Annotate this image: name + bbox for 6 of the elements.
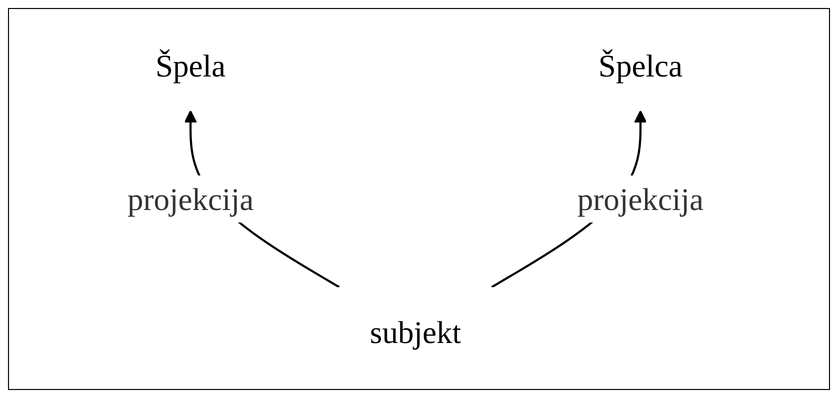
node-text: subjekt xyxy=(370,314,462,350)
node-text: Špela xyxy=(155,48,226,84)
edge-label: projekcija xyxy=(127,181,254,217)
diagram-frame: projekcija projekcija Špela Špelca subjekt xyxy=(8,8,830,390)
node-text: Špelca xyxy=(598,48,683,84)
edge-label: projekcija xyxy=(577,181,704,217)
